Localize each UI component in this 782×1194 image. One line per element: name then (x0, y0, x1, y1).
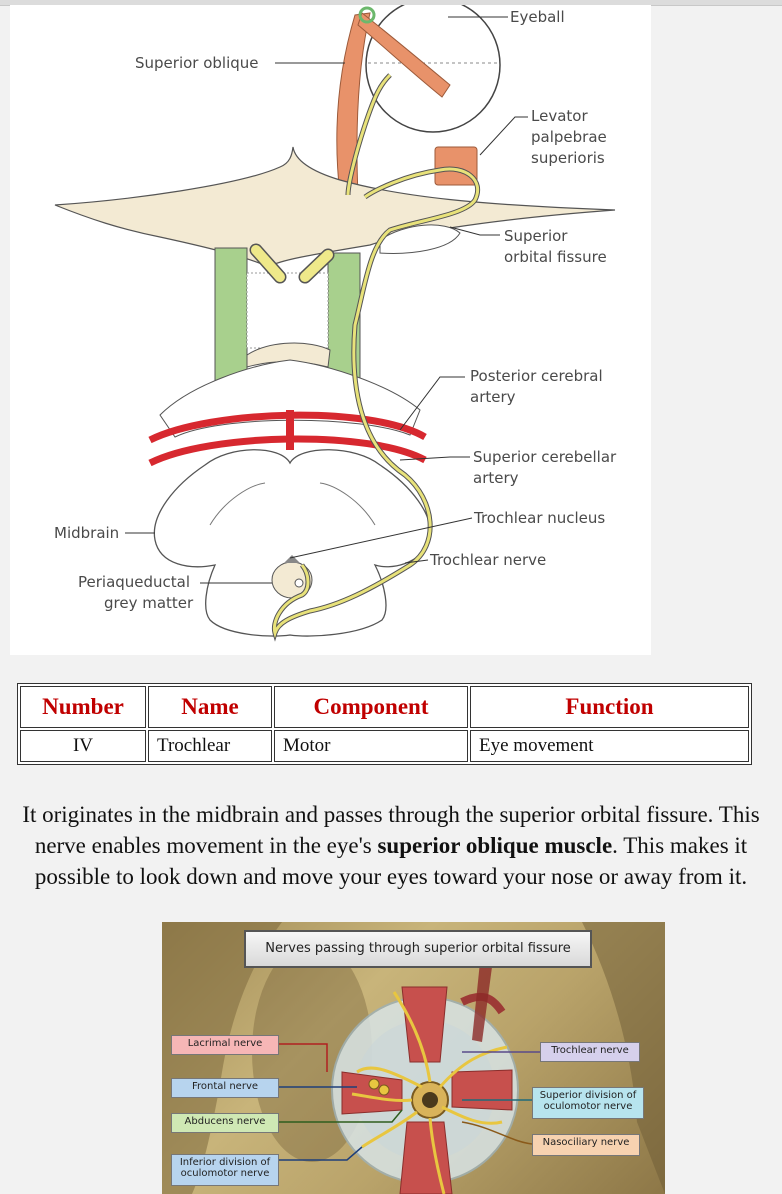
orbital-fissure-figure: Nerves passing through superior orbital … (162, 922, 665, 1194)
label-sof-2: orbital fissure (504, 248, 607, 266)
orbital-nerves (351, 991, 508, 1194)
cell-number: IV (20, 730, 146, 762)
label-midbrain: Midbrain (54, 524, 119, 542)
label-trochlear-nerve: Trochlear nerve (429, 551, 546, 569)
header-component: Component (274, 686, 468, 728)
cell-function: Eye movement (470, 730, 749, 762)
table-header-row: Number Name Component Function (20, 686, 749, 728)
label-frontal-nerve: Frontal nerve (171, 1078, 279, 1098)
description-paragraph: It originates in the midbrain and passes… (14, 799, 768, 892)
label-lacrimal-nerve: Lacrimal nerve (171, 1035, 279, 1055)
label-pca-1: Posterior cerebral (470, 367, 603, 385)
superior-oblique-muscle (336, 12, 371, 196)
cell-component: Motor (274, 730, 468, 762)
label-pag-1: Periaqueductal (78, 573, 190, 591)
label-levator-2: palpebrae (531, 128, 607, 146)
figure-title-box: Nerves passing through superior orbital … (244, 930, 592, 968)
header-name: Name (148, 686, 272, 728)
header-number: Number (20, 686, 146, 728)
label-trochlear-nucleus: Trochlear nucleus (473, 509, 605, 527)
description-text-2: . This makes it possible to look down an… (34, 833, 748, 889)
levator-muscle (434, 146, 478, 186)
description-bold: superior oblique muscle (377, 833, 613, 858)
label-levator-1: Levator (531, 107, 588, 125)
trochlear-nerve-path (272, 73, 479, 639)
label-superior-oblique: Superior oblique (135, 54, 259, 72)
label-superior-division-oculomotor: Superior division of oculomotor nerve (532, 1087, 644, 1119)
cranial-nerve-table: Number Name Component Function IV Trochl… (17, 683, 752, 765)
trochlear-anatomy-figure: Eyeball Superior oblique Levator palpebr… (10, 5, 651, 655)
label-levator-3: superioris (531, 149, 605, 167)
label-trochlear-nerve-tag: Trochlear nerve (540, 1042, 640, 1062)
superior-rectus (401, 986, 448, 1063)
label-sof-1: Superior (504, 227, 568, 245)
header-function: Function (470, 686, 749, 728)
trochlear-diagram: Eyeball Superior oblique Levator palpebr… (54, 5, 617, 642)
label-pag-2: grey matter (104, 594, 194, 612)
label-abducens-nerve: Abducens nerve (171, 1113, 279, 1133)
label-nasociliary-nerve: Nasociliary nerve (532, 1134, 640, 1156)
eyeball-shape (365, 5, 501, 133)
label-eyeball: Eyeball (510, 8, 565, 26)
table-row: IV Trochlear Motor Eye movement (20, 730, 749, 762)
label-pca-2: artery (470, 388, 516, 406)
cell-name: Trochlear (148, 730, 272, 762)
label-sca-2: artery (473, 469, 519, 487)
label-inferior-division-oculomotor: Inferior division of oculomotor nerve (171, 1154, 279, 1186)
description-text-1: It originates in the midbrain and passes… (22, 802, 760, 858)
label-sca-1: Superior cerebellar (473, 448, 617, 466)
midbrain-shape (153, 449, 432, 637)
